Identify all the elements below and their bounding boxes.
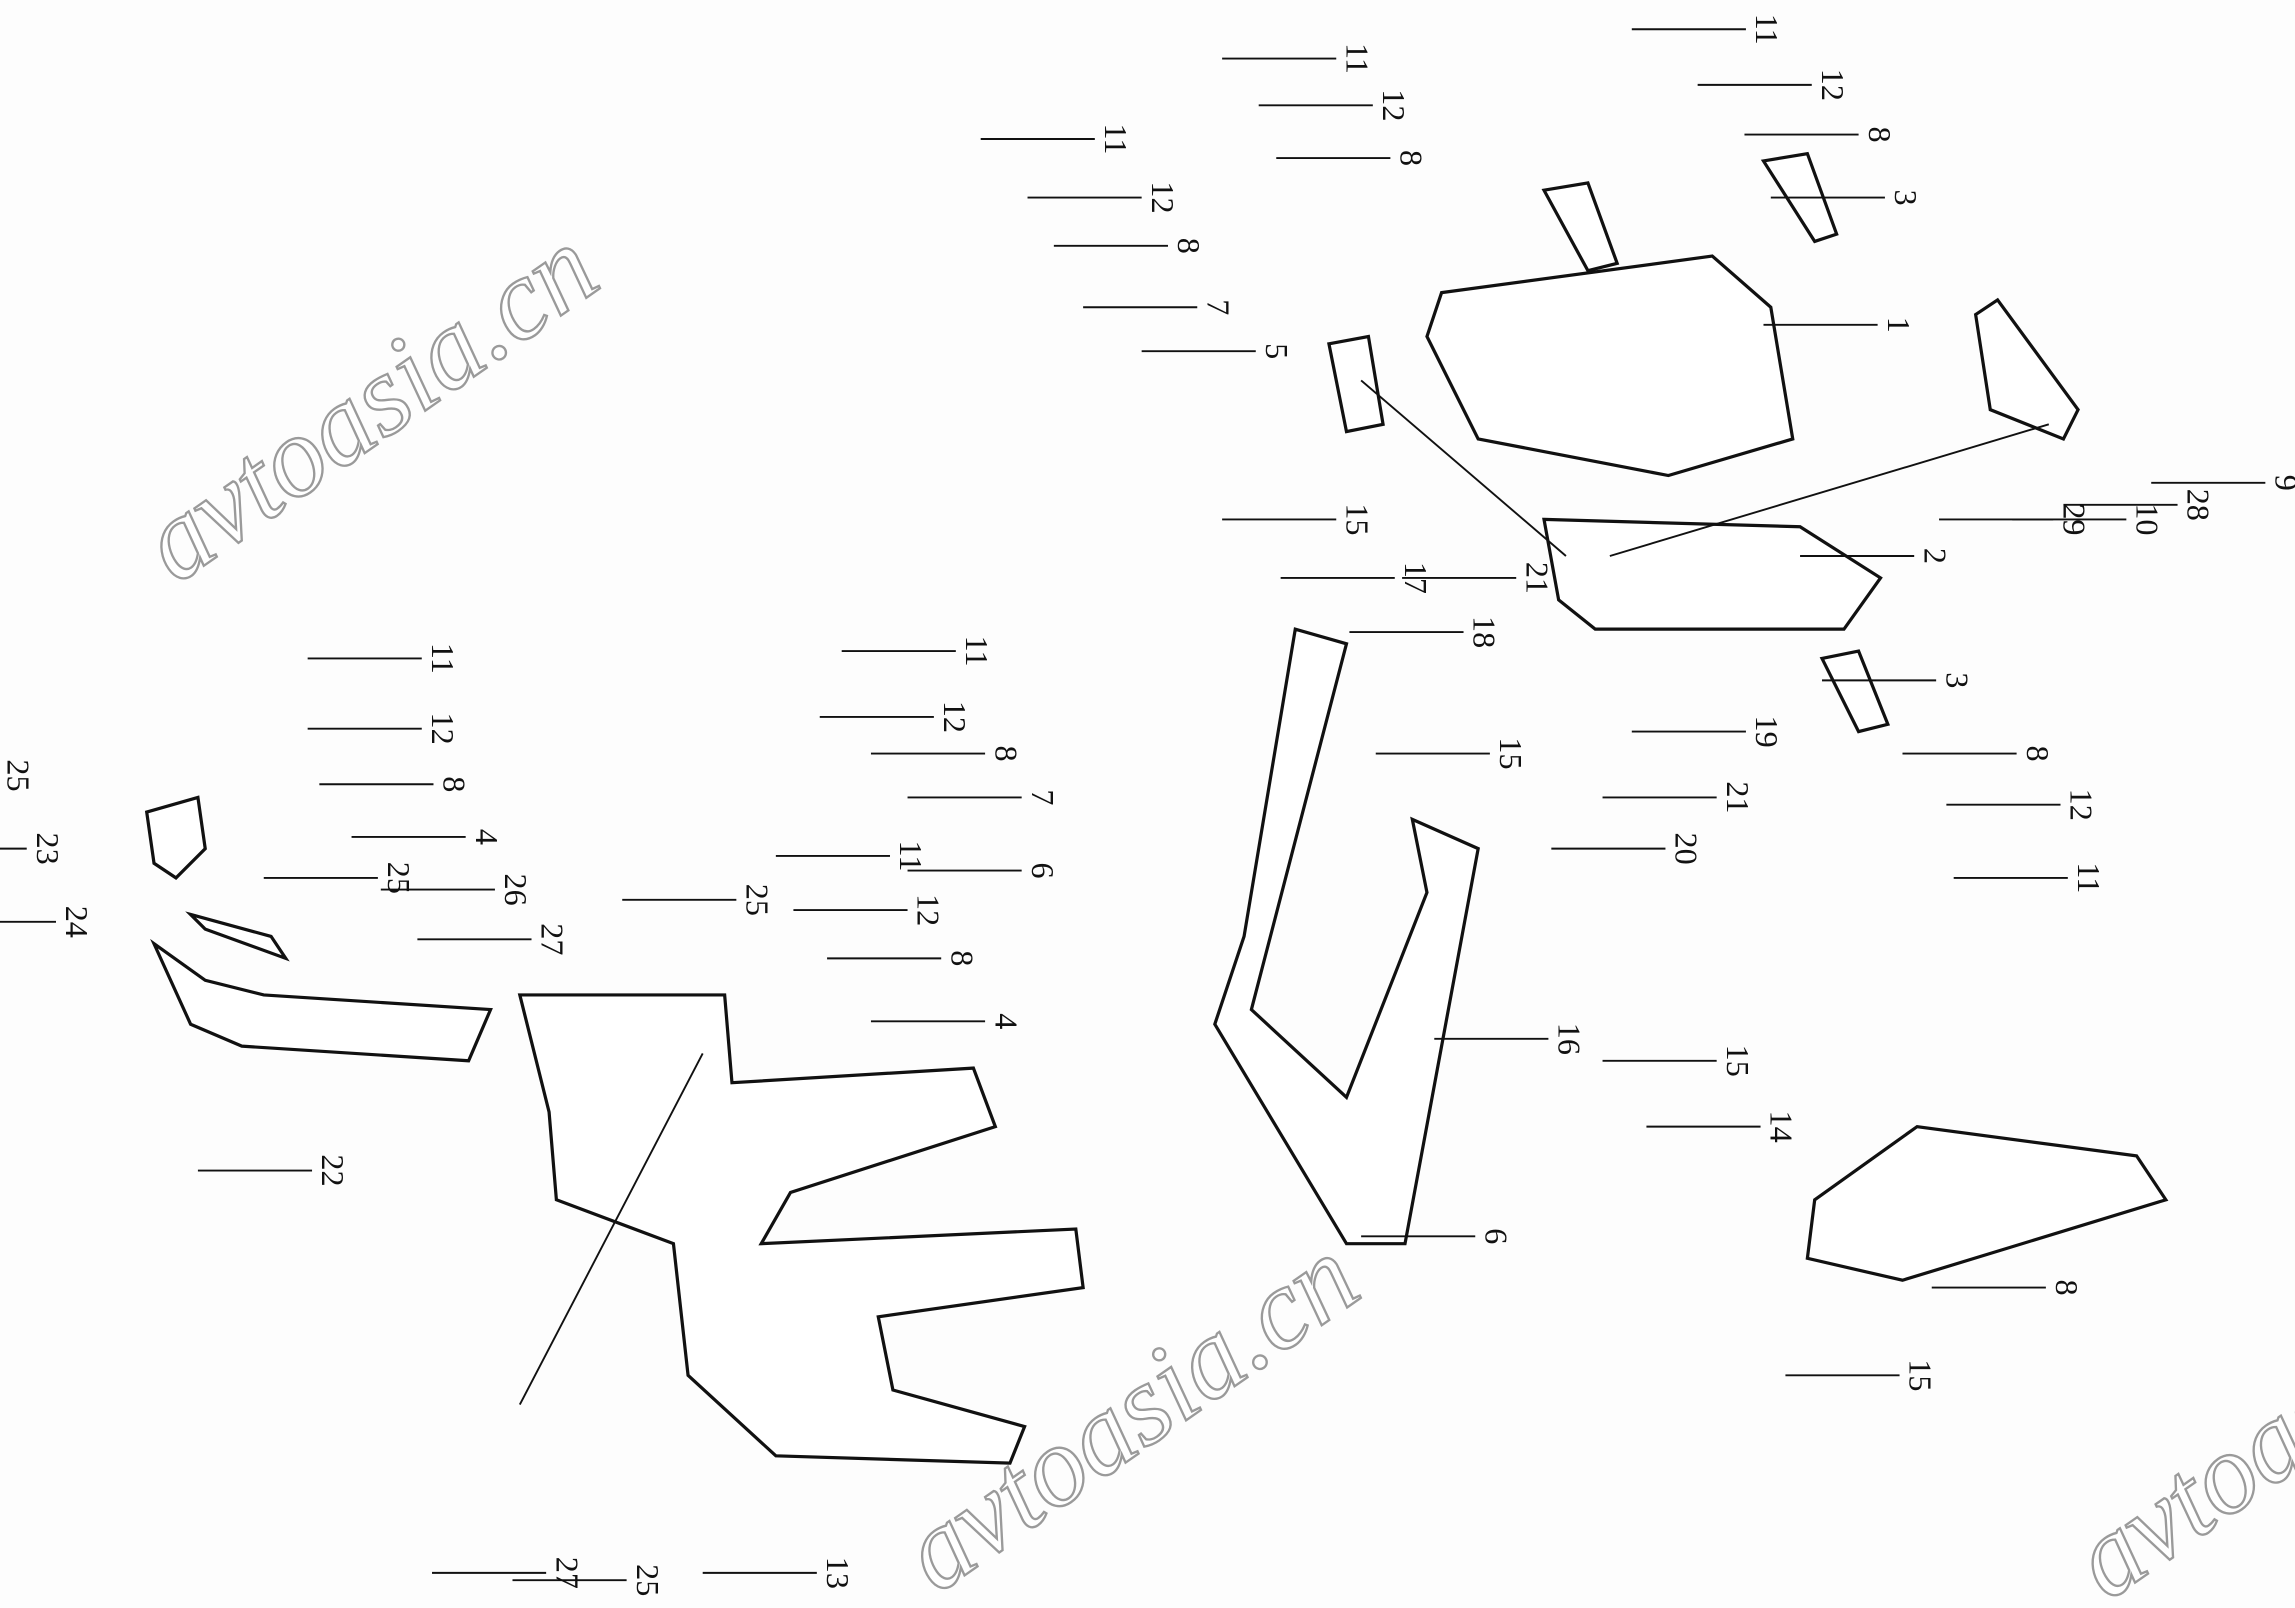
part-label: 19 [1749, 715, 1785, 747]
part-3-pin [1541, 181, 1620, 273]
watermark-text: avtoasia.cn [2049, 1219, 2295, 1608]
part-label: 25 [630, 1564, 666, 1596]
part-label: 2 [1917, 548, 1953, 564]
part-label: 11 [1098, 124, 1134, 155]
part-22-plate [150, 938, 493, 1063]
part-label: 11 [1339, 43, 1375, 74]
part-label: 25 [381, 862, 417, 894]
part-label: 12 [425, 713, 461, 745]
part-label: 6 [1025, 863, 1061, 879]
part-label: 3 [1939, 672, 1975, 688]
part-24 [185, 911, 290, 962]
part-label: 5 [1259, 343, 1295, 359]
part-label: 11 [2071, 862, 2107, 893]
part-label: 7 [1025, 789, 1061, 805]
part-label: 8 [437, 776, 473, 792]
part-label: 8 [944, 950, 980, 966]
part-label: 21 [1720, 781, 1756, 813]
part-label: 18 [1467, 616, 1503, 648]
part-label: 4 [988, 1013, 1024, 1029]
part-label: 10 [2130, 503, 2166, 535]
part-label: 9 [2269, 475, 2295, 491]
part-label: 25 [740, 884, 776, 916]
part-label: 11 [425, 643, 461, 674]
part-label: 15 [1493, 737, 1529, 769]
part-drawings [144, 151, 2169, 1465]
part-label: 24 [59, 906, 95, 938]
part-label: 8 [1171, 238, 1207, 254]
part-23 [144, 795, 207, 880]
part-label: 8 [1862, 127, 1898, 143]
part-label: 8 [1394, 150, 1430, 166]
part-label: 20 [1669, 833, 1705, 865]
part-label: 8 [2020, 745, 2056, 761]
part-label: 22 [315, 1154, 351, 1186]
part-assembly-right [1805, 1124, 2169, 1282]
part-label: 12 [1815, 69, 1851, 101]
part-2-bracket [1542, 517, 1883, 631]
part-label: 15 [1903, 1359, 1939, 1391]
part-label: 27 [535, 923, 571, 955]
part-label: 4 [469, 829, 505, 845]
part-label: 6 [1478, 1228, 1514, 1244]
part-3-pin-c [1819, 649, 1891, 734]
part-label: 14 [1764, 1111, 1800, 1143]
part-label: 15 [1339, 503, 1375, 535]
part-1-bracket [1425, 254, 1795, 478]
part-label: 12 [2064, 789, 2100, 821]
part-label: 28 [2181, 489, 2217, 521]
part-label: 23 [30, 833, 66, 865]
part-label: 12 [911, 894, 947, 926]
watermark-text: avtoasia.cn [117, 202, 618, 606]
part-label: 11 [1749, 14, 1785, 45]
part-29-cover [1973, 297, 2080, 441]
part-label: 27 [549, 1557, 585, 1589]
part-labels: 1112831112811128751291028921517182115192… [0, 14, 2295, 1596]
part-16-lever [1213, 627, 1480, 1246]
part-label: 8 [988, 745, 1024, 761]
part-label: 16 [1552, 1023, 1588, 1055]
part-label: 8 [2049, 1280, 2085, 1296]
leader-13 [518, 1053, 704, 1406]
part-label: 12 [937, 701, 973, 733]
part-label: 11 [893, 840, 929, 871]
part-label: 3 [1888, 189, 1924, 205]
part-13-housing [517, 993, 1085, 1465]
part-label: 13 [820, 1557, 856, 1589]
part-label: 26 [498, 874, 534, 906]
leader-29 [1609, 423, 2050, 557]
part-label: 12 [1376, 89, 1412, 121]
leader-5-2 [1360, 379, 1567, 557]
part-label: 15 [1720, 1045, 1756, 1077]
part-label: 25 [1, 759, 37, 791]
part-label: 12 [1145, 181, 1181, 213]
part-label: 1 [1881, 317, 1917, 333]
part-5-bushing [1327, 334, 1385, 434]
part-label: 11 [959, 636, 995, 667]
part-label: 7 [1200, 299, 1236, 315]
part-label: 21 [1519, 562, 1555, 594]
